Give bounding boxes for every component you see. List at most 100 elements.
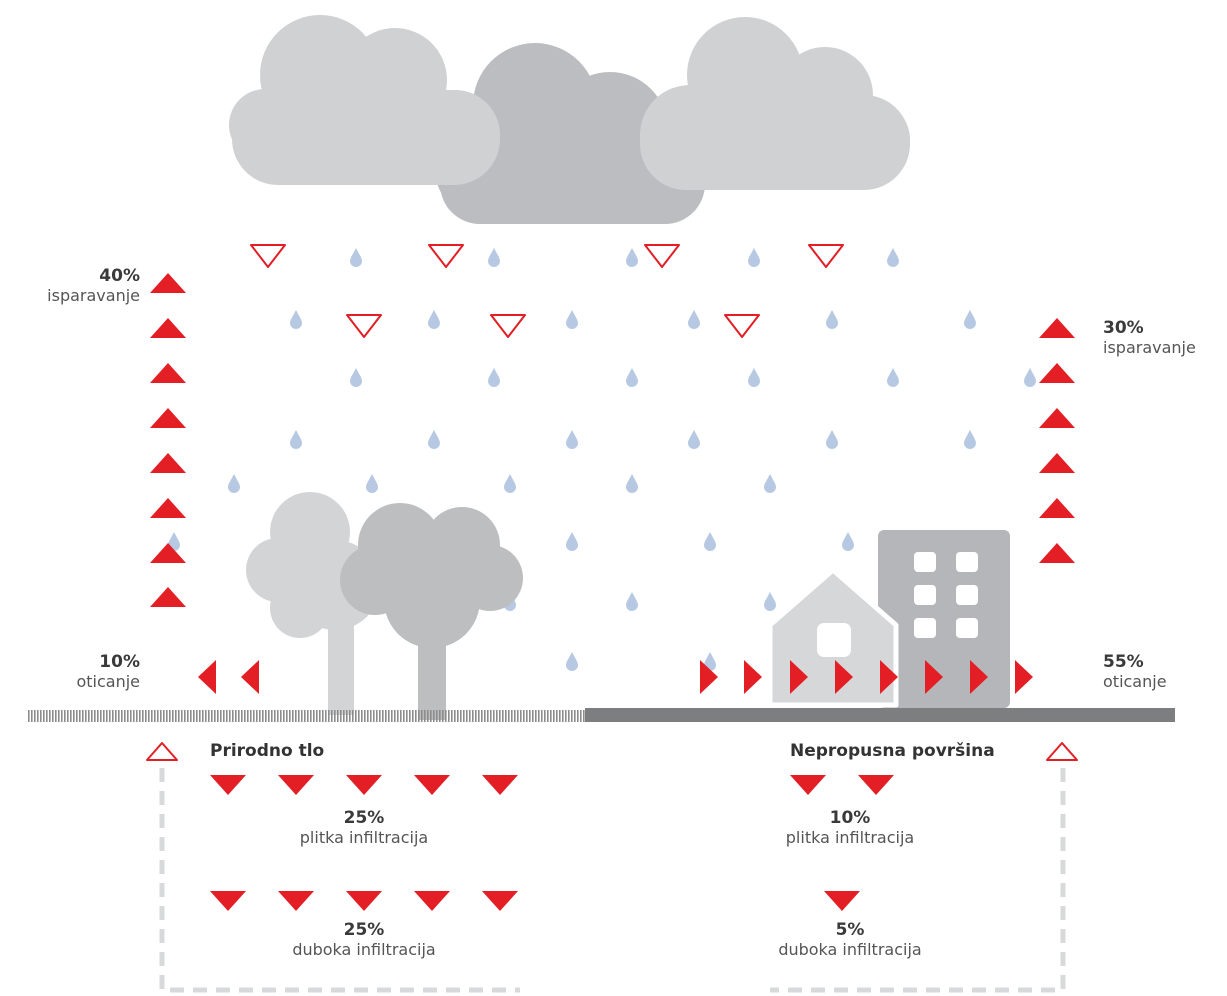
ground-hatch-mark xyxy=(253,710,255,722)
runoff-arrow-icon xyxy=(241,660,259,694)
right-deep-percent: 5% xyxy=(778,920,921,940)
infiltration-arrow-icon xyxy=(346,775,382,795)
ground-hatch-mark xyxy=(577,710,579,722)
ground-hatch-mark xyxy=(163,710,165,722)
ground-hatch-mark xyxy=(499,710,501,722)
ground-hatch-mark xyxy=(61,710,63,722)
ground-hatch-mark xyxy=(277,710,279,722)
ground-hatch-mark xyxy=(70,710,72,722)
ground-hatch-mark xyxy=(172,710,174,722)
ground-hatch-mark xyxy=(139,710,141,722)
ground-hatch-mark xyxy=(190,710,192,722)
evaporation-arrow-icon xyxy=(150,453,186,473)
left-shallow-percent: 25% xyxy=(300,808,428,828)
ground-hatch-mark xyxy=(334,710,336,722)
ground-hatch-mark xyxy=(460,710,462,722)
natural-soil-title: Prirodno tlo xyxy=(210,741,324,761)
ground-hatch-mark xyxy=(34,710,36,722)
raindrop-icon xyxy=(764,474,776,493)
ground-hatch-mark xyxy=(142,710,144,722)
ground-hatch-mark xyxy=(166,710,168,722)
ground-hatch-mark xyxy=(382,710,384,722)
evaporation-arrow-icon xyxy=(150,273,186,293)
left-evaporation-percent: 40% xyxy=(47,266,140,286)
infiltration-arrow-icon xyxy=(414,891,450,911)
ground-hatch-mark xyxy=(529,710,531,722)
ground-hatch-mark xyxy=(106,710,108,722)
trees xyxy=(246,492,523,720)
rainfall-arrow-icon xyxy=(491,315,525,337)
raindrop-icon xyxy=(887,248,899,267)
raindrop-icon xyxy=(887,368,899,387)
right-recharge-arrow-icon xyxy=(1047,743,1077,760)
ground-hatch-mark xyxy=(307,710,309,722)
left-recharge-arrow-icon xyxy=(147,743,177,760)
raindrop-icon xyxy=(842,532,854,551)
ground-hatch-mark xyxy=(121,710,123,722)
ground-hatch-mark xyxy=(538,710,540,722)
ground-hatch-mark xyxy=(523,710,525,722)
ground-hatch-mark xyxy=(232,710,234,722)
ground-hatch-mark xyxy=(568,710,570,722)
ground-hatch-mark xyxy=(361,710,363,722)
ground-hatch-mark xyxy=(124,710,126,722)
rainfall-arrow-icon xyxy=(251,245,285,267)
left-evaporation-text: isparavanje xyxy=(47,286,140,305)
infiltration-arrow-icon xyxy=(790,775,826,795)
ground-hatch-mark xyxy=(457,710,459,722)
infiltration-arrow-icon xyxy=(346,891,382,911)
rainfall-arrow-icon xyxy=(809,245,843,267)
ground-hatch-mark xyxy=(259,710,261,722)
ground-hatch-mark xyxy=(100,710,102,722)
natural-ground xyxy=(28,710,585,722)
ground-hatch-mark xyxy=(220,710,222,722)
right-runoff-label: 55% oticanje xyxy=(1103,652,1167,691)
ground-hatch-mark xyxy=(151,710,153,722)
ground-hatch-mark xyxy=(85,710,87,722)
raindrop-icon xyxy=(626,592,638,611)
tree-right xyxy=(340,503,523,720)
ground-hatch-mark xyxy=(391,710,393,722)
ground-hatch-mark xyxy=(169,710,171,722)
ground-hatch-mark xyxy=(103,710,105,722)
ground-hatch-mark xyxy=(46,710,48,722)
rainfall-arrow-icon xyxy=(429,245,463,267)
ground-hatch-mark xyxy=(526,710,528,722)
ground-hatch-mark xyxy=(31,710,33,722)
right-evaporation-percent: 30% xyxy=(1103,318,1196,338)
left-runoff-percent: 10% xyxy=(76,652,140,672)
ground-hatch-mark xyxy=(394,710,396,722)
ground-hatch-mark xyxy=(433,710,435,722)
ground-hatch-mark xyxy=(352,710,354,722)
ground-hatch-mark xyxy=(109,710,111,722)
raindrop-icon xyxy=(626,248,638,267)
infiltration-arrow-icon xyxy=(210,891,246,911)
raindrop-icon xyxy=(290,430,302,449)
ground-hatch-mark xyxy=(553,710,555,722)
impervious-ground xyxy=(585,708,1175,722)
raindrop-icon xyxy=(826,430,838,449)
ground-hatch-mark xyxy=(223,710,225,722)
evaporation-arrow-icon xyxy=(1039,408,1075,428)
ground-hatch-mark xyxy=(520,710,522,722)
evaporation-arrow-icon xyxy=(150,363,186,383)
ground-hatch-mark xyxy=(136,710,138,722)
ground-hatch-mark xyxy=(301,710,303,722)
rainfall-arrow-icon xyxy=(645,245,679,267)
raindrop-icon xyxy=(350,368,362,387)
ground-hatch-mark xyxy=(37,710,39,722)
ground-hatch-mark xyxy=(475,710,477,722)
ground-hatch-mark xyxy=(118,710,120,722)
ground-hatch-mark xyxy=(40,710,42,722)
ground-hatch-mark xyxy=(289,710,291,722)
cloud-left xyxy=(229,15,500,185)
right-deep-text: duboka infiltracija xyxy=(778,940,921,959)
ground-hatch-mark xyxy=(487,710,489,722)
ground-hatch-mark xyxy=(187,710,189,722)
ground-hatch-mark xyxy=(466,710,468,722)
ground-hatch-mark xyxy=(79,710,81,722)
ground-hatch-mark xyxy=(211,710,213,722)
ground-hatch-mark xyxy=(154,710,156,722)
ground-hatch-mark xyxy=(358,710,360,722)
ground-hatch-mark xyxy=(322,710,324,722)
